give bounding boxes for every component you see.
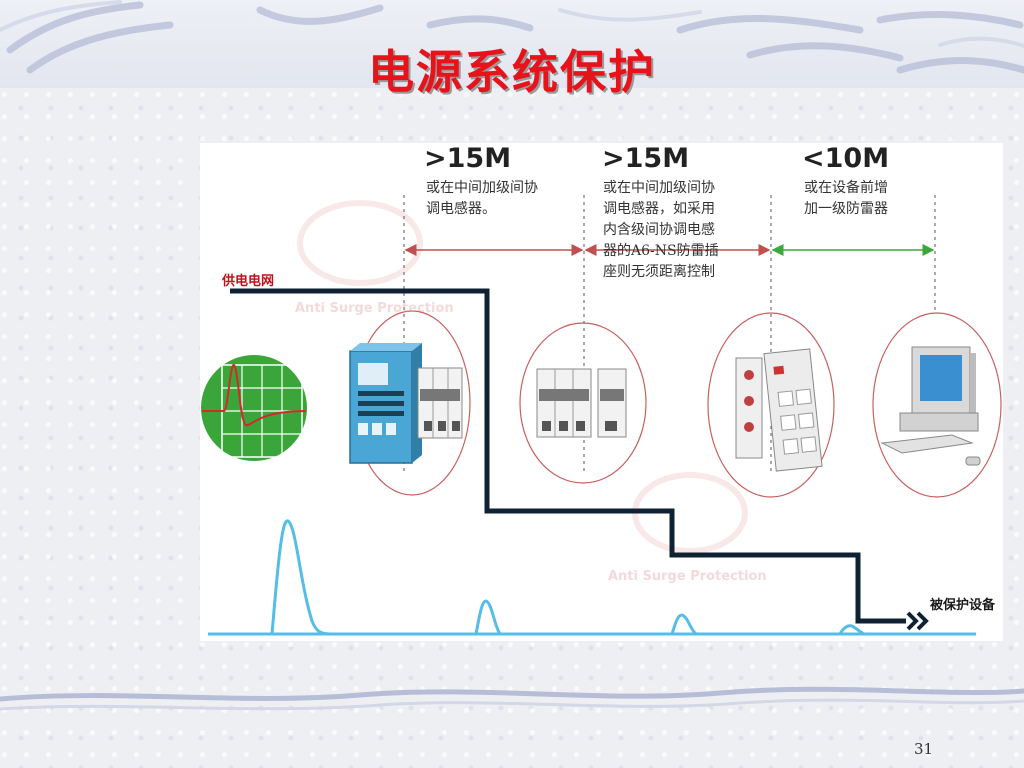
- zone-3-distance: <10M: [802, 143, 890, 174]
- power-strip-icon: [735, 348, 823, 472]
- wave-decoration: [0, 0, 1024, 74]
- watermark-text: Anti Surge Protection: [295, 301, 454, 316]
- zone-2-note-line: 内含级间协调电感: [603, 222, 715, 238]
- zone-2-note-line: 器的A6-NS防雷插: [603, 243, 719, 259]
- surge-waves: [208, 519, 976, 636]
- bottom-wave-decoration: [0, 686, 1024, 711]
- zone-2-note-line: 或在中间加级间协: [603, 180, 715, 196]
- zone-2-note: 或在中间加级间协 调电感器，如采用 内含级间协调电感 器的A6-NS防雷插 座则…: [603, 178, 719, 283]
- diagram-panel: >15M >15M <10M 或在中间加级间协 调电感器。 或在中间加级间协 调…: [200, 143, 1003, 641]
- zone-1-note: 或在中间加级间协 调电感器。: [426, 178, 538, 220]
- load-label: 被保护设备: [930, 598, 996, 613]
- breaker-module-icon: [417, 367, 627, 439]
- oscilloscope-icon: [201, 355, 307, 461]
- zone-2-distance: >15M: [602, 143, 690, 174]
- top-band: [0, 0, 1024, 88]
- zone-1-note-line: 或在中间加级间协: [426, 180, 538, 196]
- grid-label: 供电电网: [222, 274, 275, 289]
- zone-2-note-line: 调电感器，如采用: [603, 201, 715, 217]
- zone-2-note-line: 座则无须距离控制: [603, 264, 715, 280]
- power-line: [230, 288, 906, 624]
- zone-1-note-line: 调电感器。: [426, 201, 496, 217]
- power-line-arrow-icon: [906, 611, 929, 631]
- watermark-text: Anti Surge Protection: [608, 569, 767, 584]
- diagram-canvas: [201, 195, 1002, 636]
- zone-3-note-line: 或在设备前增: [804, 180, 888, 196]
- zone-3-note-line: 加一级防雷器: [804, 201, 888, 217]
- page-number: 31: [914, 740, 934, 758]
- slide-title: 电源系统保护: [368, 45, 656, 99]
- surge-protector-panel-icon: [349, 343, 422, 464]
- computer-icon: [880, 346, 981, 466]
- zone-3-note: 或在设备前增 加一级防雷器: [804, 178, 888, 220]
- zone-1-distance: >15M: [424, 143, 512, 174]
